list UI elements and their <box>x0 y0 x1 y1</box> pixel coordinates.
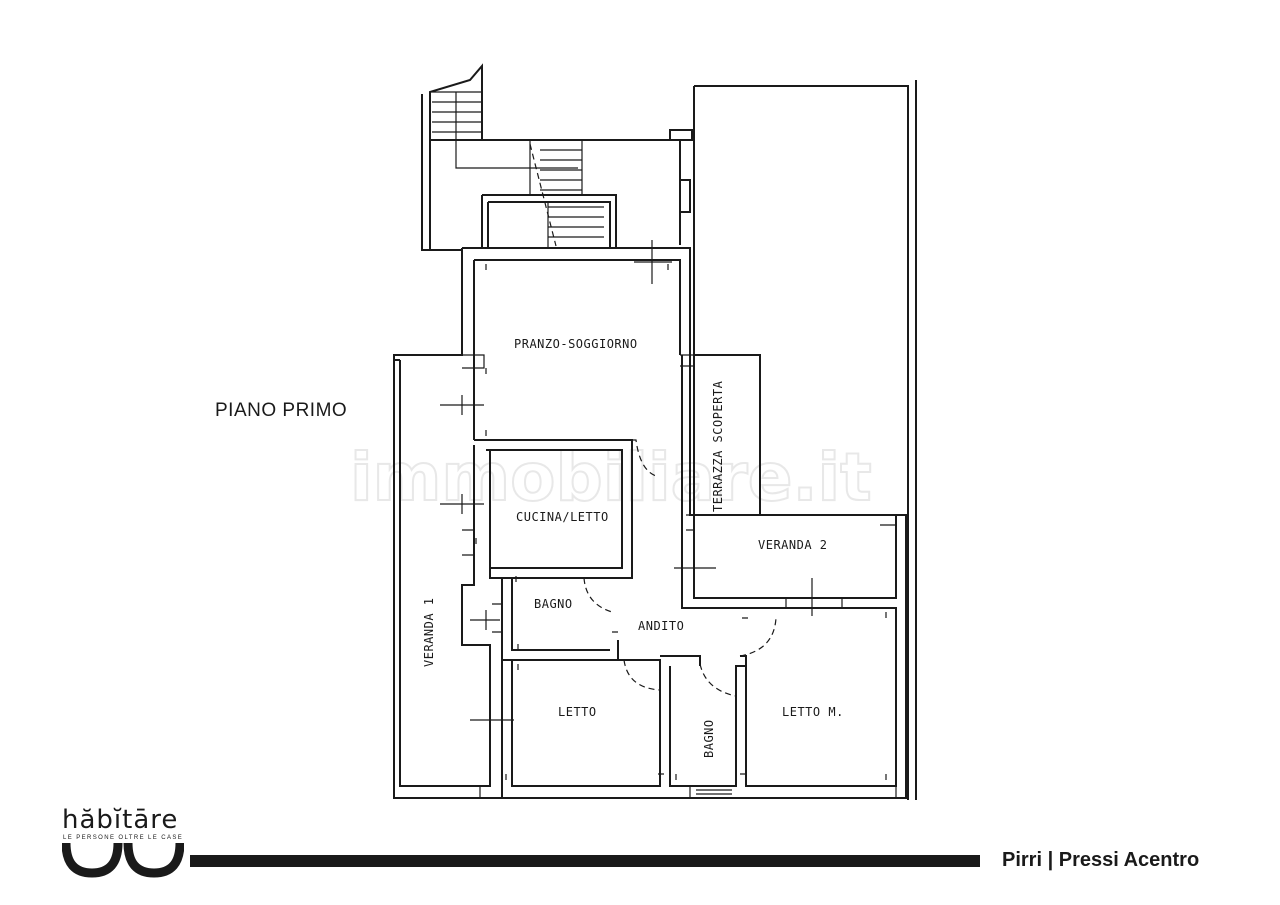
room-label-bagno-2: BAGNO <box>702 719 716 758</box>
room-label-veranda-2: VERANDA 2 <box>758 538 828 552</box>
staircase <box>421 63 693 251</box>
floor-title: PIANO PRIMO <box>215 400 348 421</box>
brand-tagline: LE PERSONE OLTRE LE CASE <box>63 835 184 841</box>
room-label-andito: ANDITO <box>638 619 684 633</box>
footer-divider <box>190 855 980 867</box>
brand-logo: hăbĭtāre LE PERSONE OLTRE LE CASE <box>62 805 192 878</box>
room-label-veranda-1: VERANDA 1 <box>422 597 436 667</box>
right-yard-outline <box>693 80 917 800</box>
brand-mark-icon <box>62 843 184 878</box>
room-label-letto-m: LETTO M. <box>782 705 844 719</box>
room-label-bagno-1: BAGNO <box>534 597 573 611</box>
room-label-cucina-letto: CUCINA/LETTO <box>516 510 609 524</box>
partitions <box>460 354 897 798</box>
location-label: Pirri | Pressi Acentro <box>1002 849 1200 871</box>
door-swings <box>583 439 777 697</box>
watermark: immobiliare.it <box>350 439 872 516</box>
room-label-letto: LETTO <box>558 705 597 719</box>
window-markers <box>440 240 887 780</box>
brand-name: hăbĭtāre <box>62 805 179 835</box>
room-label-pranzo-soggiorno: PRANZO-SOGGIORNO <box>514 337 638 351</box>
outer-walls <box>393 247 907 799</box>
room-label-terrazza-scoperta: TERRAZZA SCOPERTA <box>711 380 725 512</box>
